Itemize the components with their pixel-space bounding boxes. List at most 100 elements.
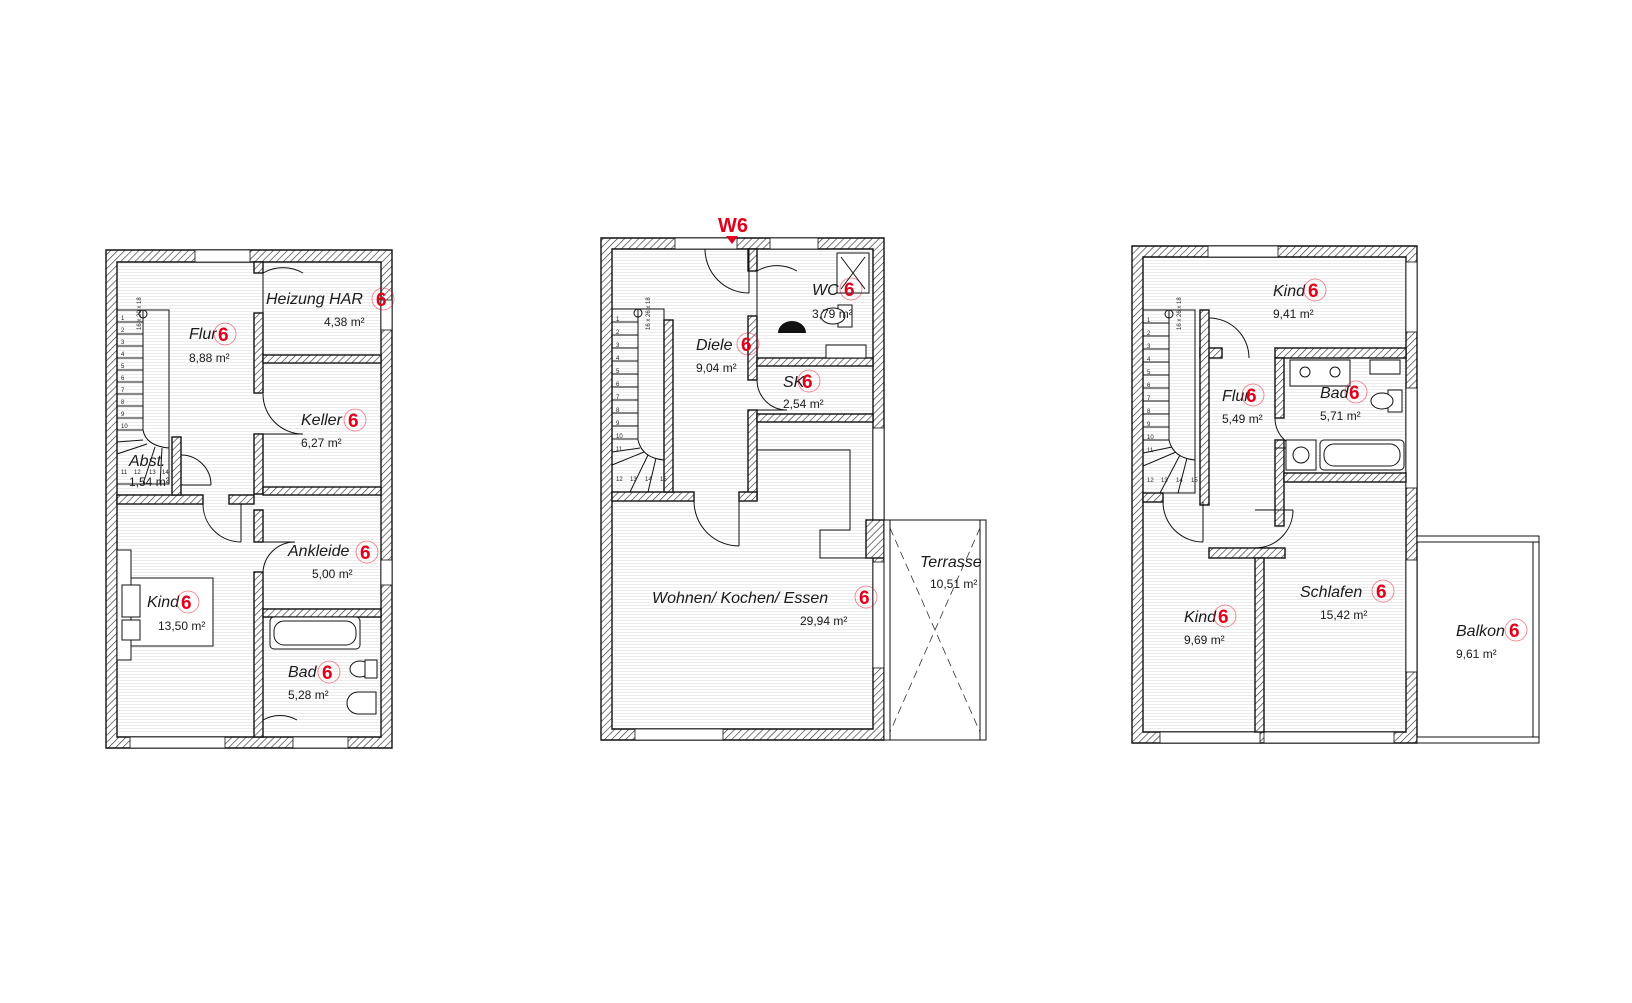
room-name: Heizung HAR (266, 291, 363, 308)
room-name: Diele (696, 337, 733, 354)
room-area: 1,54 m² (129, 475, 170, 489)
stair-step-number: 13 (630, 477, 637, 483)
inner-wall (262, 608, 382, 618)
terrace-edge (979, 519, 987, 741)
svg-text:6: 6 (802, 372, 813, 393)
window (1405, 261, 1418, 333)
room-area: 8,88 m² (189, 351, 230, 365)
washbasin (346, 691, 377, 715)
inner-wall (1254, 557, 1265, 733)
terrace-cross (889, 527, 981, 733)
inner-wall (1274, 357, 1285, 419)
bathtub-inner (273, 620, 357, 646)
inner-wall (756, 357, 874, 367)
stair-step-number: 10 (1147, 435, 1154, 441)
floor-plan-ground (600, 236, 987, 741)
window (380, 559, 393, 586)
entry-label: W6 (718, 215, 748, 237)
labels-floor-1: 16 x 20 x 18 Heizung HAR 4,38 m² Flur 8,… (128, 287, 395, 702)
stair-step-number: 3 (1147, 344, 1151, 350)
room-name: Balkon (1456, 623, 1505, 640)
window (634, 728, 724, 741)
bathtub-inner (1323, 443, 1401, 467)
svg-text:6: 6 (741, 335, 752, 356)
stair-start (1164, 309, 1174, 319)
stair-step-number: 11 (616, 447, 623, 453)
toilet-tank (364, 659, 378, 679)
stair-step-number: 1 (616, 317, 620, 323)
inner-wall (262, 486, 382, 496)
basin (1299, 366, 1311, 378)
stair-step-number: 7 (616, 395, 620, 401)
door (180, 454, 212, 486)
window (1159, 731, 1261, 744)
room-area: 29,94 m² (800, 614, 847, 628)
window (1207, 245, 1279, 258)
stair-step-number: 2 (616, 330, 620, 336)
room-name: Schlafen (1300, 584, 1362, 601)
room-name: Ankleide (287, 543, 349, 560)
room-name: Kind (147, 594, 180, 611)
badge-icon: 6 (355, 540, 379, 564)
inner-wall (253, 312, 264, 394)
stair-step-number: 13 (1161, 478, 1168, 484)
stair-step-number: 3 (616, 343, 620, 349)
stair-step-number: 13 (149, 470, 156, 476)
stair-step-number: 6 (616, 382, 620, 388)
door (1208, 317, 1250, 359)
svg-text:6: 6 (1509, 621, 1520, 642)
inner-wall (611, 491, 695, 502)
stair-step-number: 14 (645, 477, 652, 483)
stair-step-number: 9 (121, 412, 125, 418)
window (1263, 731, 1395, 744)
stair-step-number: 15 (1191, 478, 1198, 484)
svg-text:6: 6 (360, 543, 371, 564)
shelf (1369, 359, 1401, 375)
stair-step-number: 6 (121, 376, 125, 382)
stair-step-number: 14 (1176, 478, 1183, 484)
door (1254, 509, 1294, 549)
room-name: Abst. (128, 453, 165, 470)
bed-pillow (121, 619, 141, 641)
door (262, 267, 304, 313)
inner-wall (1274, 439, 1285, 527)
stair-step-number: 11 (121, 470, 128, 476)
stair-step-number: 5 (121, 364, 125, 370)
room-name: Flur (189, 326, 217, 343)
badge-icon: 6 (1241, 383, 1265, 407)
stair-step-number: 4 (1147, 357, 1151, 363)
room-area: 15,42 m² (1320, 608, 1367, 622)
washing-machine (1285, 439, 1317, 471)
stair-step-number: 10 (121, 424, 128, 430)
stair-step-number: 3 (121, 340, 125, 346)
room-name: Keller (301, 412, 343, 429)
svg-text:6: 6 (181, 593, 192, 614)
stair-steps (1142, 322, 1188, 494)
inner-wall (747, 248, 758, 272)
badge-icon: 6 (343, 408, 367, 432)
inner-wall (756, 413, 874, 423)
stair-step-number: 15 (660, 477, 667, 483)
room-name: Kind (1273, 283, 1306, 300)
utility-fixture (825, 344, 867, 359)
stair-handrail (1168, 439, 1196, 461)
inner-wall (1142, 492, 1164, 503)
inner-wall (1283, 472, 1407, 483)
stair-steps (611, 321, 657, 493)
stair-step-number: 12 (1147, 478, 1154, 484)
window (872, 427, 885, 527)
kitchen-counter (757, 449, 873, 559)
window (129, 736, 226, 749)
balcony-railing (1532, 541, 1540, 744)
inner-wall (1208, 547, 1286, 559)
stair-step-number: 12 (616, 477, 623, 483)
entry-marker-icon (726, 236, 738, 244)
stair-step-number: 12 (134, 470, 141, 476)
svg-text:6: 6 (218, 325, 229, 346)
stair-step-number: 10 (616, 434, 623, 440)
badge-icon: 6 (371, 287, 395, 311)
stair-step-number: 8 (1147, 409, 1151, 415)
inner-wall (253, 433, 264, 495)
terrace-edge (883, 519, 891, 741)
toilet (1370, 392, 1394, 410)
